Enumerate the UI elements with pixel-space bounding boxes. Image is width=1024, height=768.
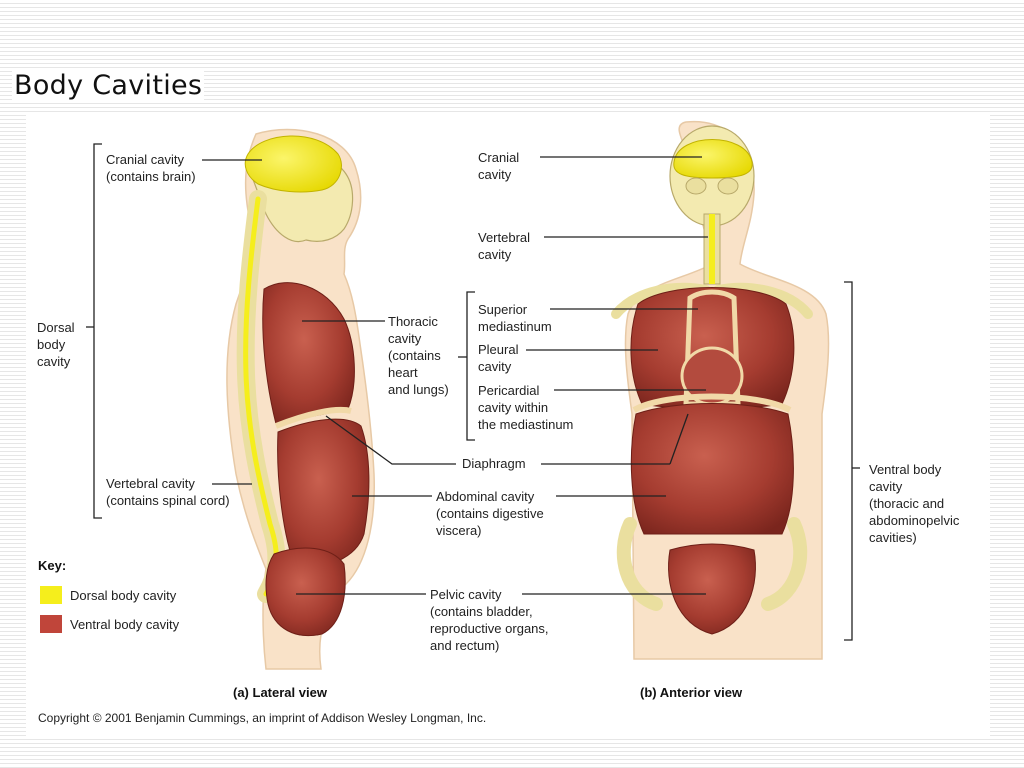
- caption-anterior-view: (b) Anterior view: [640, 685, 743, 700]
- key-title: Key:: [38, 558, 66, 573]
- leader-diaphragm: [325, 415, 456, 465]
- anterior-spinal-cord: [709, 214, 715, 284]
- lateral-pelvic-cavity: [265, 547, 346, 637]
- dorsal-bracket: [93, 143, 102, 519]
- label-abdominal-cavity: Abdominal cavity (contains digestive vis…: [436, 489, 547, 538]
- anterior-pelvic-cavity: [668, 543, 756, 635]
- label-pleural-cavity: Pleural cavity: [478, 342, 522, 374]
- lateral-brain: [244, 135, 342, 193]
- caption-lateral-view: (a) Lateral view: [233, 685, 328, 700]
- anterior-eye-socket-left: [685, 177, 707, 195]
- lateral-spinal-cord: [243, 196, 279, 597]
- copyright-notice: Copyright © 2001 Benjamin Cummings, an i…: [38, 711, 486, 725]
- anterior-diaphragm: [632, 393, 792, 413]
- key-swatch-ventral: [40, 615, 62, 633]
- thoracic-bracket: [466, 291, 475, 441]
- label-pelvic-cavity: Pelvic cavity (contains bladder, reprodu…: [430, 587, 552, 653]
- ventral-bracket: [844, 281, 853, 641]
- key-legend: Key: Dorsal body cavity Ventral body cav…: [38, 558, 180, 633]
- key-label-dorsal: Dorsal body cavity: [70, 588, 177, 603]
- anterior-view-illustration: [611, 120, 830, 660]
- key-label-ventral: Ventral body cavity: [70, 617, 180, 632]
- body-cavities-figure: Cranial cavity (contains brain) Dorsal b…: [26, 114, 990, 738]
- lateral-abdominal-cavity: [277, 418, 370, 570]
- slide-title: Body Cavities: [12, 70, 205, 101]
- label-thoracic-cavity: Thoracic cavity (contains heart and lung…: [388, 314, 449, 397]
- label-ventral-body-cavity: Ventral body cavity (thoracic and abdomi…: [869, 462, 963, 545]
- lateral-view-illustration: [226, 128, 375, 670]
- label-pericardial-cavity: Pericardial cavity within the mediastinu…: [478, 383, 573, 432]
- leader-diaphragm-anterior-tail: [669, 413, 689, 465]
- label-vertebral-lateral: Vertebral cavity (contains spinal cord): [106, 476, 230, 508]
- label-dorsal-body-cavity: Dorsal body cavity: [37, 320, 78, 369]
- lateral-diaphragm: [274, 406, 352, 429]
- label-cranial-lateral: Cranial cavity (contains brain): [106, 152, 196, 184]
- key-swatch-dorsal: [40, 586, 62, 604]
- anterior-brain: [673, 139, 753, 179]
- diagram-svg: Cranial cavity (contains brain) Dorsal b…: [37, 120, 963, 725]
- anterior-pelvis-bones: [616, 517, 808, 611]
- label-diaphragm: Diaphragm: [462, 456, 526, 471]
- label-superior-mediastinum: Superior mediastinum: [478, 302, 552, 334]
- anterior-eye-socket-right: [717, 177, 739, 195]
- anterior-abdominal-cavity: [630, 403, 794, 535]
- label-vertebral-anterior: Vertebral cavity: [478, 230, 534, 262]
- label-cranial-anterior: Cranial cavity: [478, 150, 523, 182]
